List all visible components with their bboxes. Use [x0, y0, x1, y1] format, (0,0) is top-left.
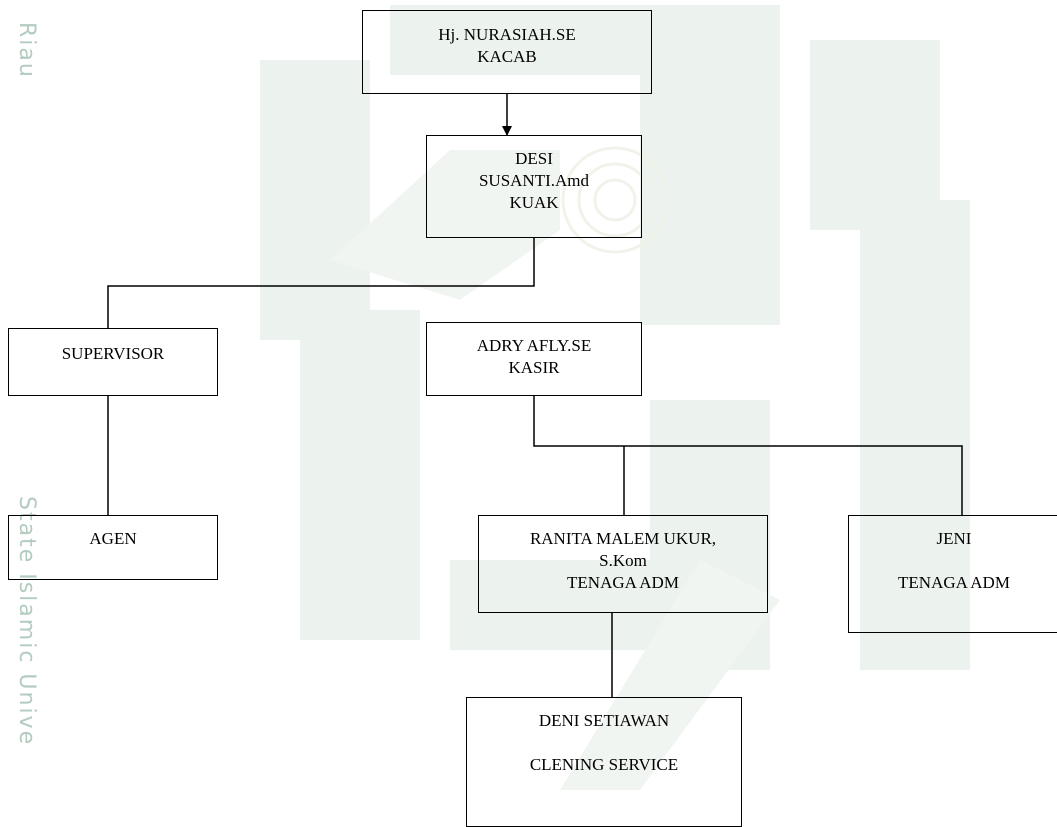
- deni-name: DENI SETIAWAN: [538, 711, 670, 730]
- line-kuak-to-supervisor: [107, 238, 535, 328]
- node-jeni: JENI TENAGA ADM: [848, 515, 1057, 633]
- connector-lines: [107, 94, 963, 697]
- kasir-name: ADRY AFLY.SE: [476, 336, 592, 355]
- deni-role: CLENING SERVICE: [529, 755, 679, 774]
- node-ranita: RANITA MALEM UKUR, S.Kom TENAGA ADM: [478, 515, 768, 613]
- ranita-role: TENAGA ADM: [567, 573, 679, 592]
- node-supervisor: SUPERVISOR: [8, 328, 218, 396]
- kuak-role: KUAK: [509, 193, 559, 212]
- node-kacab: Hj. NURASIAH.SE KACAB: [362, 10, 652, 94]
- side-text-top: Riau: [14, 22, 39, 79]
- kacab-name: Hj. NURASIAH.SE: [438, 25, 576, 44]
- node-deni: DENI SETIAWAN CLENING SERVICE: [466, 697, 742, 827]
- line-kasir-to-staff: [533, 396, 963, 515]
- jeni-name: JENI: [936, 529, 972, 548]
- kuak-name-line1: DESI: [515, 149, 553, 168]
- kuak-name-line2: SUSANTI.Amd: [478, 171, 590, 190]
- jeni-role: TENAGA ADM: [898, 573, 1010, 592]
- ranita-name-line2: S.Kom: [599, 551, 647, 570]
- kasir-role: KASIR: [508, 358, 560, 377]
- kacab-role: KACAB: [477, 47, 537, 66]
- ranita-name-line1: RANITA MALEM UKUR,: [529, 529, 717, 548]
- node-agen: AGEN: [8, 515, 218, 580]
- agen-role: AGEN: [89, 529, 137, 548]
- watermark-logo: [260, 5, 970, 790]
- side-text-bottom: State Islamic Unive: [14, 496, 39, 747]
- node-kuak: DESI SUSANTI.Amd KUAK: [426, 135, 642, 238]
- node-kasir: ADRY AFLY.SE KASIR: [426, 322, 642, 396]
- supervisor-role: SUPERVISOR: [61, 344, 165, 363]
